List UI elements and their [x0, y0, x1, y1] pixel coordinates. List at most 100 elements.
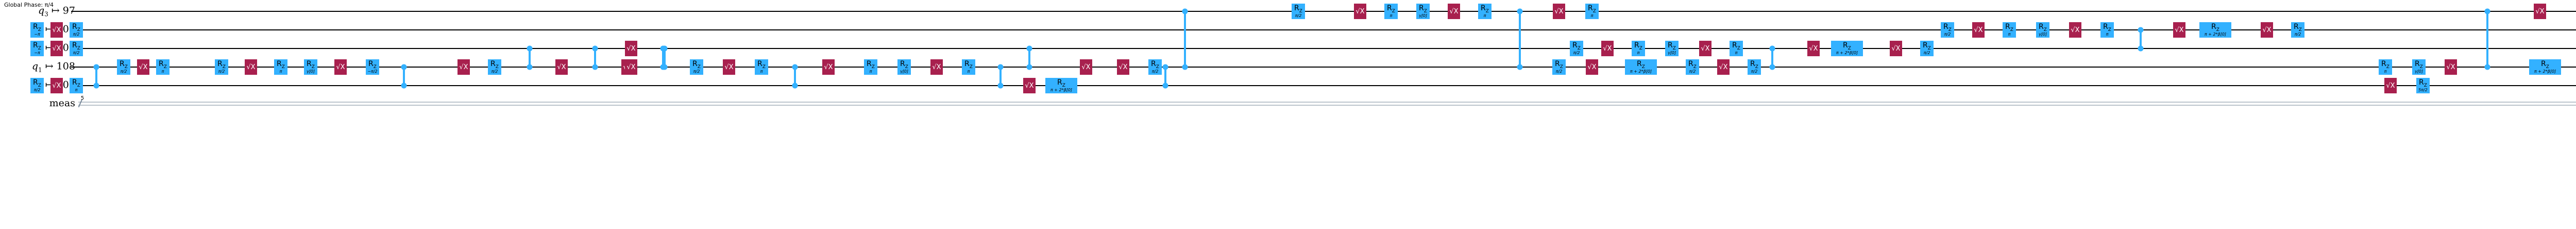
- sqrt-x-gate[interactable]: √X: [50, 78, 63, 93]
- cz-control-dot[interactable]: [1517, 64, 1523, 70]
- sqrt-x-gate[interactable]: √X: [245, 59, 257, 75]
- sqrt-x-gate[interactable]: √X: [1601, 41, 1614, 56]
- sqrt-x-gate[interactable]: √X: [50, 41, 63, 56]
- cz-control-dot[interactable]: [660, 64, 666, 70]
- cz-control-dot[interactable]: [792, 64, 798, 70]
- cz-control-dot[interactable]: [792, 83, 798, 89]
- cz-control-dot[interactable]: [401, 83, 407, 89]
- cz-control-dot[interactable]: [592, 45, 598, 52]
- sqrt-x-gate[interactable]: √X: [1972, 22, 1985, 38]
- sqrt-x-gate[interactable]: √X: [625, 59, 637, 75]
- sqrt-x-gate[interactable]: √X: [930, 59, 943, 75]
- sqrt-x-gate[interactable]: √X: [1586, 59, 1598, 75]
- cz-control-dot[interactable]: [1162, 83, 1168, 89]
- cz-control-dot[interactable]: [1517, 8, 1523, 14]
- cz-control-dot[interactable]: [592, 64, 598, 70]
- sqrt-x-gate[interactable]: √X: [137, 59, 149, 75]
- rz-gate[interactable]: RZ−π: [30, 41, 44, 56]
- cz-control-dot[interactable]: [1182, 8, 1188, 14]
- cz-control-dot[interactable]: [2484, 8, 2490, 14]
- cz-control-dot[interactable]: [2138, 45, 2144, 52]
- cz-control-dot[interactable]: [2484, 64, 2490, 70]
- cz-control-dot[interactable]: [1026, 64, 1032, 70]
- sqrt-x-gate[interactable]: √X: [1117, 59, 1129, 75]
- sqrt-x-gate[interactable]: √X: [457, 59, 470, 75]
- sqrt-x-gate[interactable]: √X: [2445, 59, 2457, 75]
- sqrt-x-gate[interactable]: √X: [1553, 4, 1565, 19]
- cz-control-dot[interactable]: [1162, 64, 1168, 70]
- sqrt-x-gate[interactable]: √X: [2173, 22, 2185, 38]
- cz-control-dot[interactable]: [527, 45, 533, 52]
- cz-control-dot[interactable]: [997, 83, 1004, 89]
- sqrt-x-gate[interactable]: √X: [2384, 78, 2397, 93]
- sqrt-x-gate[interactable]: √X: [723, 59, 735, 75]
- sqrt-x-gate[interactable]: √X: [1080, 59, 1092, 75]
- sqrt-x-gate[interactable]: √X: [1890, 41, 1902, 56]
- sqrt-x-gate[interactable]: √X: [2261, 22, 2273, 38]
- sqrt-x-gate[interactable]: √X: [1717, 59, 1730, 75]
- cz-control-dot[interactable]: [527, 64, 533, 70]
- cz-control-dot[interactable]: [93, 64, 99, 70]
- sqrt-x-gate[interactable]: √X: [625, 41, 637, 56]
- rz-gate[interactable]: RZ−π/2: [366, 59, 379, 75]
- sqrt-x-gate[interactable]: √X: [1699, 41, 1711, 56]
- sqrt-x-gate[interactable]: √X: [2534, 4, 2546, 19]
- sqrt-x-gate[interactable]: √X: [822, 59, 835, 75]
- cz-control-dot[interactable]: [660, 45, 666, 52]
- sqrt-x-gate[interactable]: √X: [555, 59, 568, 75]
- cz-control-dot[interactable]: [2138, 27, 2144, 33]
- cz-control-dot[interactable]: [1182, 64, 1188, 70]
- cz-control-dot[interactable]: [401, 64, 407, 70]
- sqrt-x-gate[interactable]: √X: [50, 22, 63, 38]
- cz-control-dot[interactable]: [1769, 45, 1775, 52]
- cz-control-dot[interactable]: [93, 83, 99, 89]
- sqrt-x-gate[interactable]: √X: [1807, 41, 1820, 56]
- sqrt-x-gate[interactable]: √X: [334, 59, 347, 75]
- sqrt-x-gate[interactable]: √X: [2069, 22, 2081, 38]
- cz-control-dot[interactable]: [997, 64, 1004, 70]
- sqrt-x-gate[interactable]: √X: [1448, 4, 1460, 19]
- sqrt-x-gate[interactable]: √X: [1023, 78, 1036, 93]
